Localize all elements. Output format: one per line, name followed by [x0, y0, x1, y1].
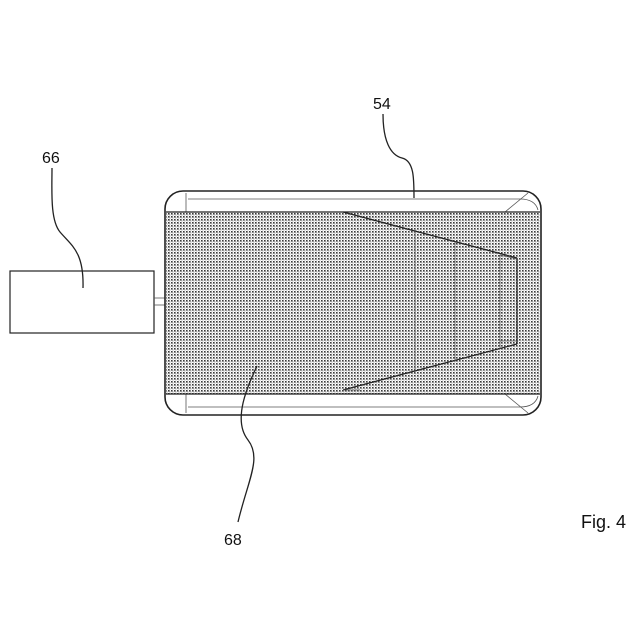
box-66 — [10, 271, 154, 333]
label-54: 54 — [373, 96, 391, 113]
connector — [154, 298, 165, 305]
figure-caption: Fig. 4 — [581, 512, 626, 532]
leader-line-54 — [383, 114, 414, 198]
device-54-tray — [165, 191, 541, 415]
label-66: 66 — [42, 150, 60, 167]
surface-68-stipple — [166, 212, 540, 394]
label-68: 68 — [224, 532, 242, 549]
leader-line-66 — [52, 168, 83, 288]
